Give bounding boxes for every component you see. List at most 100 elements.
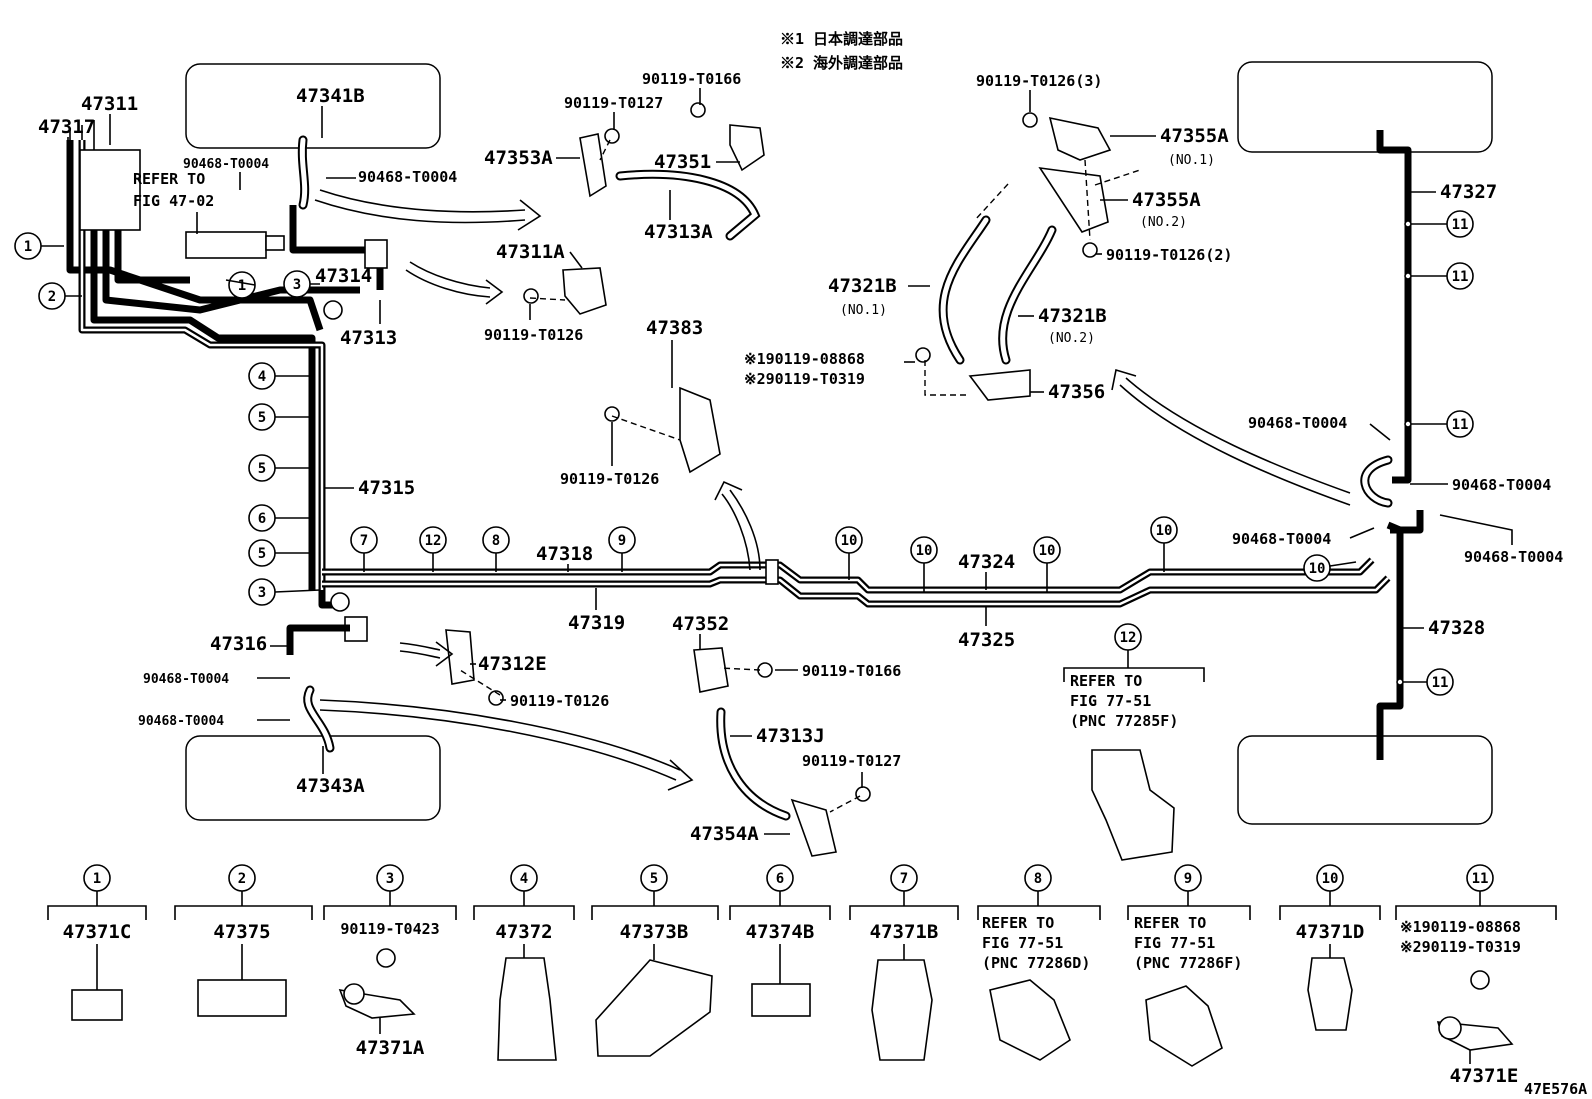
- label-refer12-1: REFER TO: [1070, 672, 1142, 690]
- label-90119-T0126-e: 90119-T0126: [510, 692, 609, 710]
- label-47341B: 47341B: [296, 85, 365, 107]
- marker-5a: 5: [258, 410, 266, 426]
- label-47321B-1: 47321B: [828, 275, 897, 297]
- legend-1-num: 1: [93, 871, 101, 887]
- label-47356: 47356: [1048, 381, 1105, 403]
- legend-8-l3: (PNC 77286D): [982, 954, 1090, 972]
- legend-7-label: 47371B: [870, 921, 939, 943]
- label-47343A: 47343A: [296, 775, 365, 797]
- label-no1-b: (NO.1): [840, 303, 887, 318]
- marker-3a: 3: [293, 277, 301, 293]
- label-47313J: 47313J: [756, 725, 825, 747]
- label-refer12-3: (PNC 77285F): [1070, 712, 1178, 730]
- label-47319: 47319: [568, 612, 625, 634]
- region-box-rear-left: [185, 735, 441, 821]
- marker-11d: 11: [1432, 675, 1449, 691]
- label-47354A: 47354A: [690, 823, 759, 845]
- legend-9-l3: (PNC 77286F): [1134, 954, 1242, 972]
- label-90468-a: 90468-T0004: [183, 157, 269, 172]
- label-47324: 47324: [958, 551, 1015, 573]
- label-47318: 47318: [536, 543, 593, 565]
- region-box-front-right: [1237, 61, 1493, 153]
- marker-11c: 11: [1452, 417, 1469, 433]
- legend-11-l2: ※290119-T0319: [1400, 938, 1521, 956]
- legend-3-num: 3: [386, 871, 394, 887]
- label-47314: 47314: [315, 265, 372, 287]
- legend-10-num: 10: [1322, 871, 1339, 887]
- marker-11a: 11: [1452, 217, 1469, 233]
- label-90468-h: 90468-T0004: [1464, 548, 1563, 566]
- legend-11-sub: 47371E: [1450, 1065, 1519, 1087]
- label-47325: 47325: [958, 629, 1015, 651]
- brackets: [445, 102, 1141, 857]
- master-block-47311: [79, 149, 141, 231]
- label-47313: 47313: [340, 327, 397, 349]
- legend-8-l2: FIG 77-51: [982, 934, 1063, 952]
- marker-3b: 3: [258, 585, 266, 601]
- legend-2-num: 2: [238, 871, 246, 887]
- label-90119-08868-top: ※190119-08868: [744, 350, 865, 368]
- clamp-markers: 1 1 2 3 3 4 5 5 6 5 7 12 8 9 10 10 10 10…: [14, 210, 1474, 696]
- clamp-legend: 1 47371C 2 47375 3 90119-T0423 47371A 4 …: [47, 864, 1557, 1087]
- direction-arrows: [314, 189, 1351, 791]
- legend-9-num: 9: [1184, 871, 1192, 887]
- legend-11-num: 11: [1472, 871, 1489, 887]
- label-47355A-2: 47355A: [1132, 189, 1201, 211]
- legend-2-label: 47375: [213, 921, 270, 943]
- label-refer-top-1: REFER TO: [133, 170, 205, 188]
- flex-hoses: [297, 135, 1393, 821]
- label-90119-T0127-b: 90119-T0127: [802, 752, 901, 770]
- label-90468-b: 90468-T0004: [358, 168, 457, 186]
- label-refer12-2: FIG 77-51: [1070, 692, 1151, 710]
- label-90119-T0126-3: 90119-T0126(3): [976, 72, 1102, 90]
- label-47315: 47315: [358, 477, 415, 499]
- note-japan: ※1 日本調達部品: [780, 30, 903, 48]
- legend-11-label: ※190119-08868: [1400, 918, 1521, 936]
- legend-6-label: 47374B: [746, 921, 815, 943]
- tube-47327: [1376, 130, 1412, 484]
- label-47328: 47328: [1428, 617, 1485, 639]
- marker-5c: 5: [258, 546, 266, 562]
- legend-5-num: 5: [650, 871, 658, 887]
- label-90119-T0166-b: 90119-T0166: [802, 662, 901, 680]
- legend-1-label: 47371C: [63, 921, 132, 943]
- marker-12a: 12: [425, 533, 442, 549]
- main-floor-tubes: [322, 557, 1391, 608]
- marker-8: 8: [492, 533, 500, 549]
- label-47351: 47351: [654, 151, 711, 173]
- region-box-rear-right: [1237, 735, 1493, 825]
- legend-8-num: 8: [1034, 871, 1042, 887]
- label-47316: 47316: [210, 633, 267, 655]
- master-tube-bundle: [66, 120, 360, 590]
- label-47311: 47311: [81, 93, 138, 115]
- label-no2-a: (NO.2): [1140, 215, 1187, 230]
- label-90468-d: 90468-T0004: [138, 714, 224, 729]
- label-no2-b: (NO.2): [1048, 331, 1095, 346]
- label-90468-c: 90468-T0004: [143, 672, 229, 687]
- legend-4-num: 4: [520, 871, 528, 887]
- label-47321B-2: 47321B: [1038, 305, 1107, 327]
- marker-7: 7: [360, 533, 368, 549]
- legend-5-label: 47373B: [620, 921, 689, 943]
- label-90119-T0319-top: ※290119-T0319: [744, 370, 865, 388]
- label-47355A-1: 47355A: [1160, 125, 1229, 147]
- label-90119-T0127-a: 90119-T0127: [564, 94, 663, 112]
- marker-9: 9: [618, 533, 626, 549]
- legend-6-num: 6: [776, 871, 784, 887]
- label-90468-g: 90468-T0004: [1232, 530, 1331, 548]
- legend-9-l2: FIG 77-51: [1134, 934, 1215, 952]
- note-overseas: ※2 海外調達部品: [780, 54, 903, 72]
- marker-2: 2: [48, 289, 56, 305]
- label-47353A: 47353A: [484, 147, 553, 169]
- tube-47328: [1376, 521, 1404, 760]
- label-47312E: 47312E: [478, 653, 547, 675]
- callouts: 47311 47317 47341B 90468-T0004 90468-T00…: [38, 70, 1563, 861]
- legend-9-label: REFER TO: [1134, 914, 1206, 932]
- legend-7-num: 7: [900, 871, 908, 887]
- region-box-front-left: [185, 63, 441, 149]
- label-47313A: 47313A: [644, 221, 713, 243]
- label-90119-T0126-b: 90119-T0126: [560, 470, 659, 488]
- legend-3-label: 90119-T0423: [340, 920, 439, 938]
